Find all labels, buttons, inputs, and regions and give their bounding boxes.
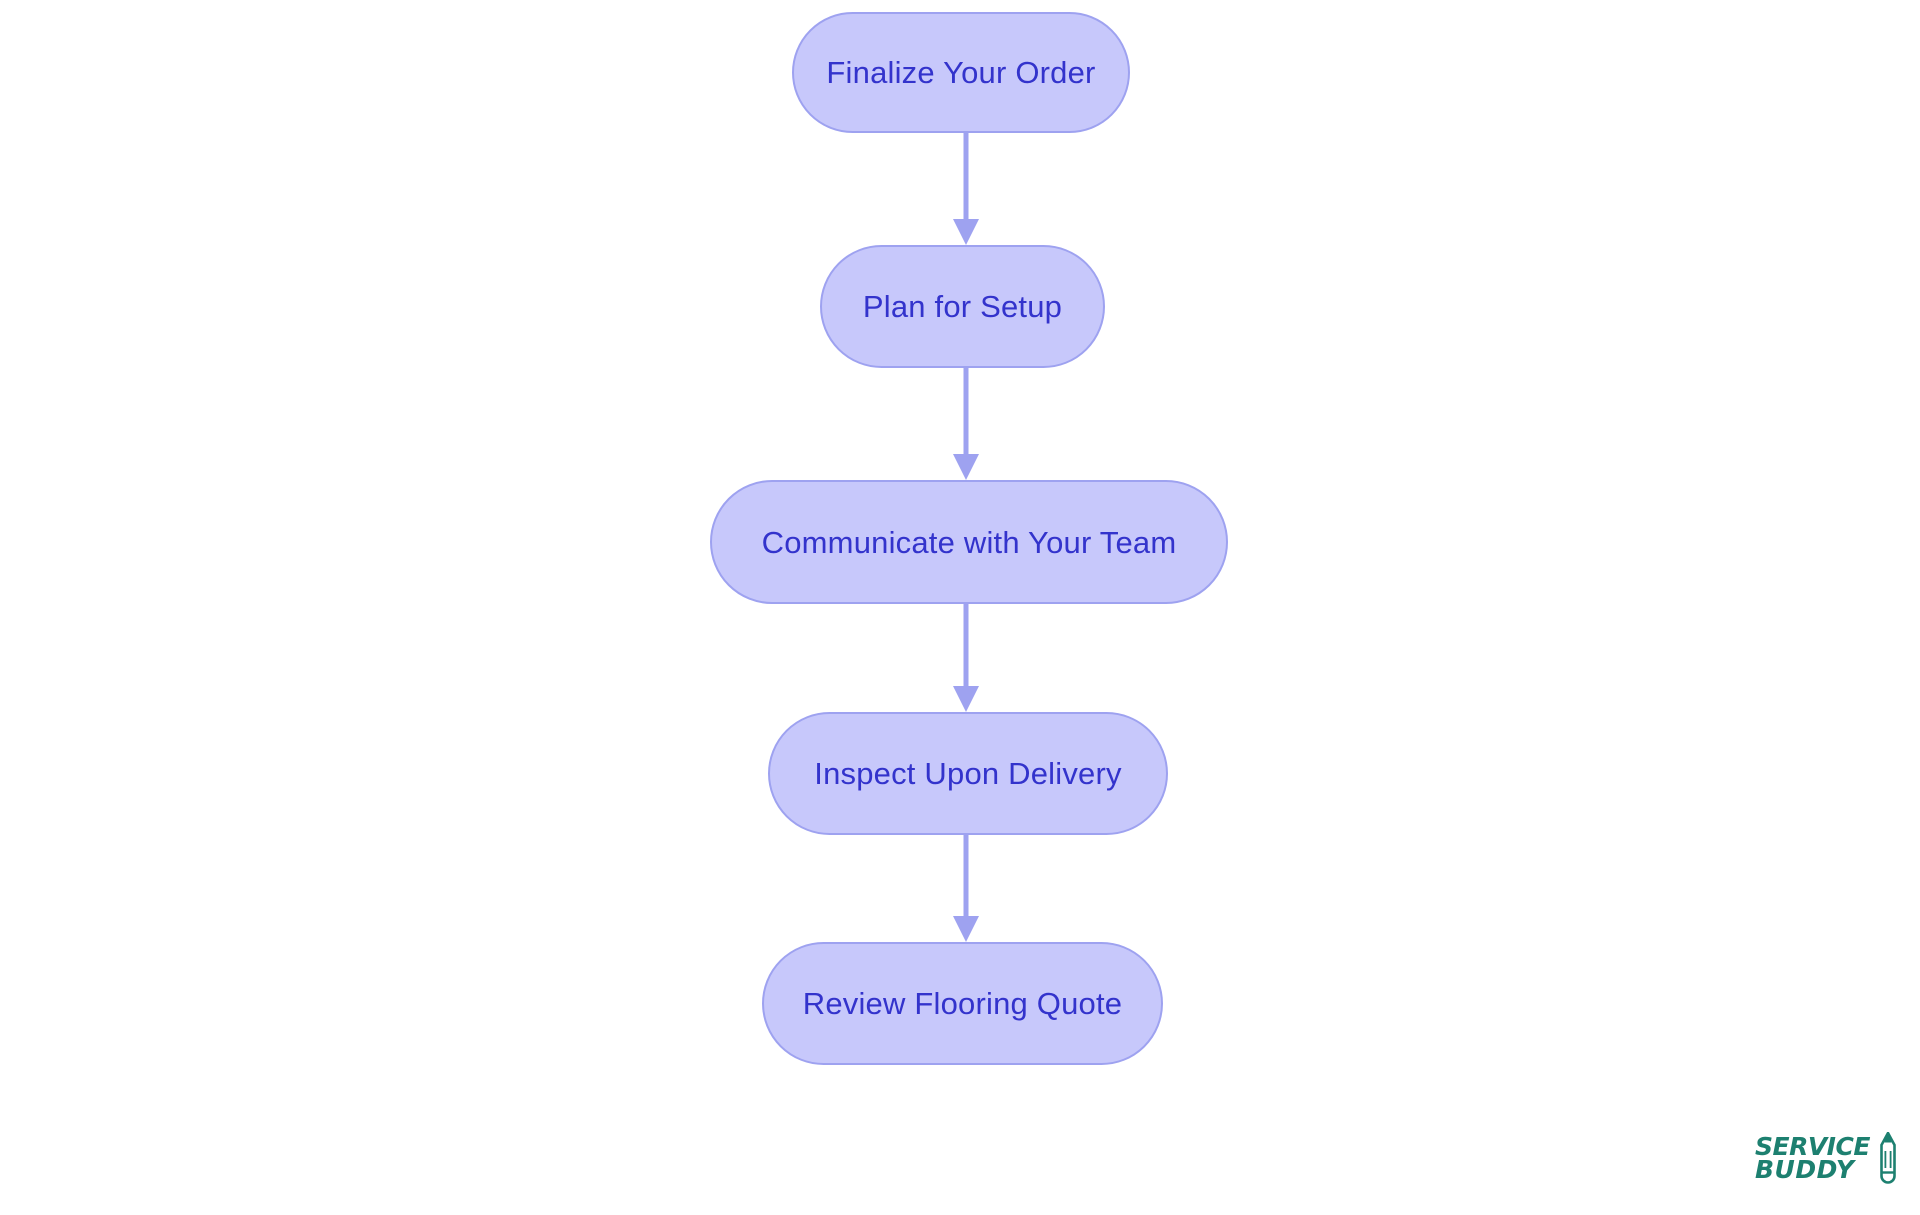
pencil-icon [1880,1132,1896,1184]
connector-arrowhead [953,219,979,245]
flow-node-label: Finalize Your Order [826,55,1096,90]
logo-line-2: BUDDY [1755,1155,1855,1184]
flow-node-communicate-with-your-team[interactable]: Communicate with Your Team [710,480,1228,604]
logo-line-1: SERVICE [1755,1132,1870,1161]
connector-arrowhead [953,686,979,712]
flow-node-label: Review Flooring Quote [802,986,1123,1021]
connector-line [963,835,969,916]
flow-node-inspect-upon-delivery[interactable]: Inspect Upon Delivery [768,712,1168,835]
flow-node-label: Inspect Upon Delivery [814,756,1122,791]
flow-node-label: Communicate with Your Team [761,524,1177,560]
connector-line [963,604,969,686]
flow-node-finalize-your-order[interactable]: Finalize Your Order [792,12,1130,133]
connector-arrowhead [953,916,979,942]
connector-arrowhead [953,454,979,480]
flow-node-review-flooring-quote[interactable]: Review Flooring Quote [762,942,1163,1065]
connector-line [963,133,969,219]
logo-wordmark: SERVICE BUDDY [1755,1132,1870,1184]
service-buddy-logo: SERVICE BUDDY [1755,1132,1898,1184]
flow-node-label: Plan for Setup [862,289,1063,324]
connector-line [963,368,969,454]
flow-node-plan-for-setup[interactable]: Plan for Setup [820,245,1105,368]
